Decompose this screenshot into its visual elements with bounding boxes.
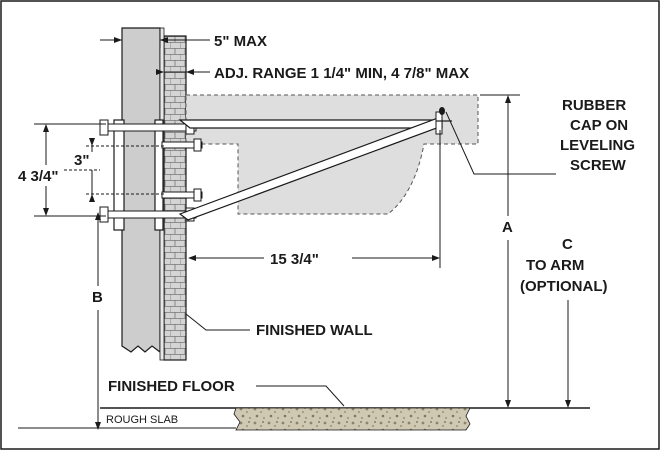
stud-wall [121, 27, 161, 354]
three-inch-label: 3" [74, 152, 89, 169]
rubber-cap-line-3: LEVELING [560, 137, 635, 154]
fifteen-three-quarter-label: 15 3/4" [270, 251, 319, 268]
rubber-cap-line-1: RUBBER [562, 97, 626, 114]
rubber-cap [439, 107, 445, 115]
c-optional-label: (OPTIONAL) [520, 278, 608, 295]
mid-upper-bolt [161, 138, 203, 152]
floor-slab [233, 407, 471, 431]
finished-wall-leader [185, 313, 250, 331]
rubber-cap-leader [445, 111, 556, 175]
c-to-arm-label: TO ARM [526, 257, 584, 274]
four-three-quarter-label: 4 3/4" [18, 168, 58, 185]
b-label: B [92, 289, 103, 306]
mid-lower-bolt [161, 188, 203, 202]
a-label: A [502, 219, 513, 236]
rubber-cap-line-4: SCREW [570, 157, 627, 174]
rubber-cap-line-2: CAP ON [570, 117, 628, 134]
mounting-plate [113, 119, 125, 231]
finished-floor-label: FINISHED FLOOR [108, 378, 235, 395]
support-arm [178, 119, 443, 129]
five-max-label: 5" MAX [214, 33, 267, 50]
mounting-plate-inner [154, 119, 164, 231]
c-label: C [562, 236, 573, 253]
leveling-screw [435, 111, 443, 135]
rough-slab-label: ROUGH SLAB [106, 414, 178, 426]
adj-range-label: ADJ. RANGE 1 1/4" MIN, 4 7/8" MAX [214, 65, 469, 82]
finished-floor-leader [256, 385, 345, 407]
finished-wall-label: FINISHED WALL [256, 322, 373, 339]
